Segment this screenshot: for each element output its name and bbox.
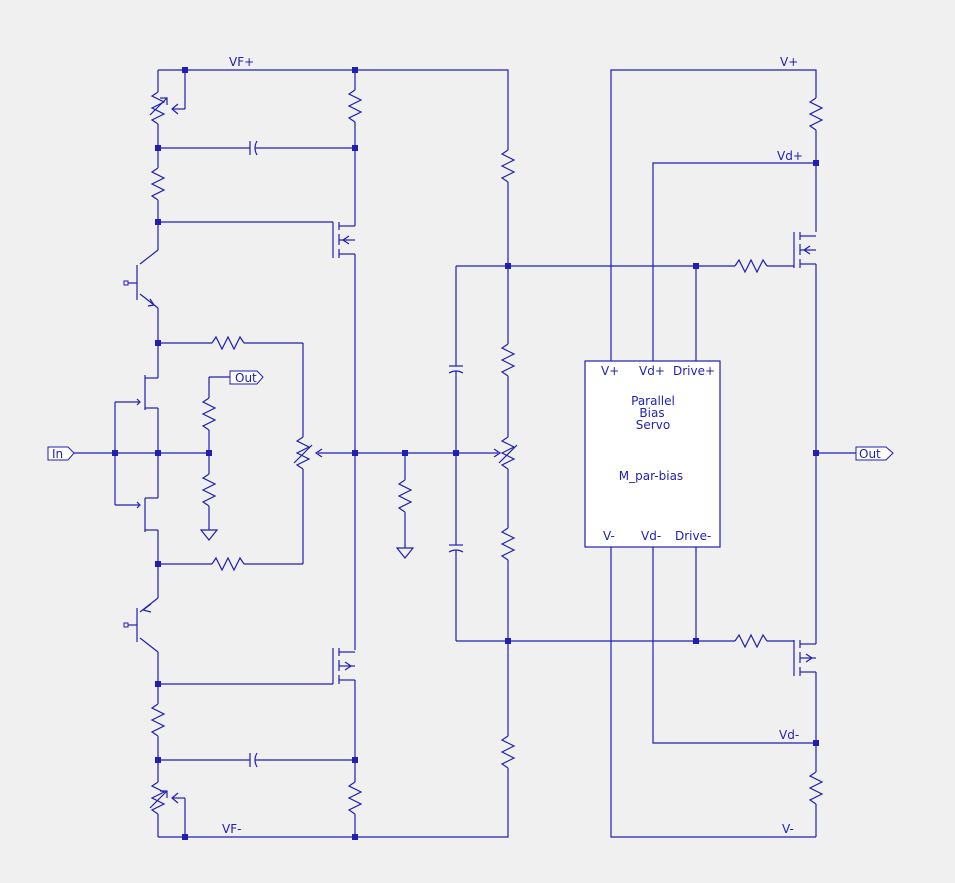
center-bias-node	[355, 452, 491, 559]
junction-dots	[112, 67, 819, 840]
resistor-r1	[150, 148, 166, 222]
bjt-bottom	[123, 564, 159, 684]
feedback-network	[158, 376, 230, 541]
divider-chain	[491, 149, 518, 770]
bias-potentiometer	[293, 436, 355, 470]
resistor-bias-bottom	[158, 469, 304, 572]
drive-minus-line	[456, 547, 794, 649]
module-pin-v-plus: V+	[601, 364, 619, 378]
mosfet-driver-top	[332, 222, 356, 453]
drive-plus-line	[456, 258, 794, 361]
mosfet-driver-bottom	[158, 453, 356, 760]
vd-plus-label: Vd+	[777, 149, 803, 163]
v-plus-label: V+	[780, 55, 798, 69]
output-port-label: Out	[859, 447, 881, 461]
vd-minus-label: Vd-	[779, 728, 799, 742]
trim-potentiometer-bottom	[149, 760, 186, 837]
module-pin-vd-minus: Vd-	[641, 529, 661, 543]
resistor-bias-top	[158, 335, 304, 437]
vf-plus-rail	[158, 69, 509, 150]
resistor-r2	[347, 70, 363, 222]
bjt-top	[123, 222, 159, 343]
v-plus-rail	[610, 69, 817, 361]
vf-minus-rail	[158, 770, 509, 838]
capacitor-bottom	[158, 752, 355, 768]
resistor-r4	[347, 760, 363, 837]
capacitor-pair	[448, 266, 464, 641]
mosfet-output-bottom	[793, 453, 817, 772]
vf-plus-label: VF+	[229, 55, 254, 69]
feedback-output-port-label: Out	[235, 371, 257, 385]
mosfet-output-top	[793, 232, 817, 453]
parallel-bias-servo-module: V+ Vd+ Drive+ Parallel Bias Servo M_par-…	[584, 360, 721, 548]
v-minus-rail	[610, 547, 816, 838]
v-minus-label: V-	[782, 822, 794, 836]
input-port-label: In	[52, 447, 63, 461]
module-pin-drive-minus: Drive-	[675, 529, 711, 543]
resistor-r5	[808, 97, 824, 232]
capacitor-top	[158, 140, 355, 156]
module-title-line-2: Bias	[639, 406, 664, 420]
trim-potentiometer-top	[149, 70, 186, 148]
module-title-line-3: Servo	[636, 418, 670, 432]
vf-minus-label: VF-	[222, 822, 241, 836]
module-pin-drive-plus: Drive+	[673, 364, 715, 378]
module-pin-v-minus: V-	[603, 529, 615, 543]
module-name: M_par-bias	[619, 469, 683, 483]
feedback-output-port	[229, 370, 264, 385]
vd-plus-net	[652, 162, 816, 361]
module-title-line-1: Parallel	[631, 394, 675, 408]
output-node	[816, 446, 894, 461]
vd-minus-net	[652, 547, 816, 744]
module-pin-vd-plus: Vd+	[639, 364, 665, 378]
resistor-r6	[808, 771, 824, 837]
input-port	[47, 446, 158, 461]
resistor-r3	[150, 684, 166, 760]
